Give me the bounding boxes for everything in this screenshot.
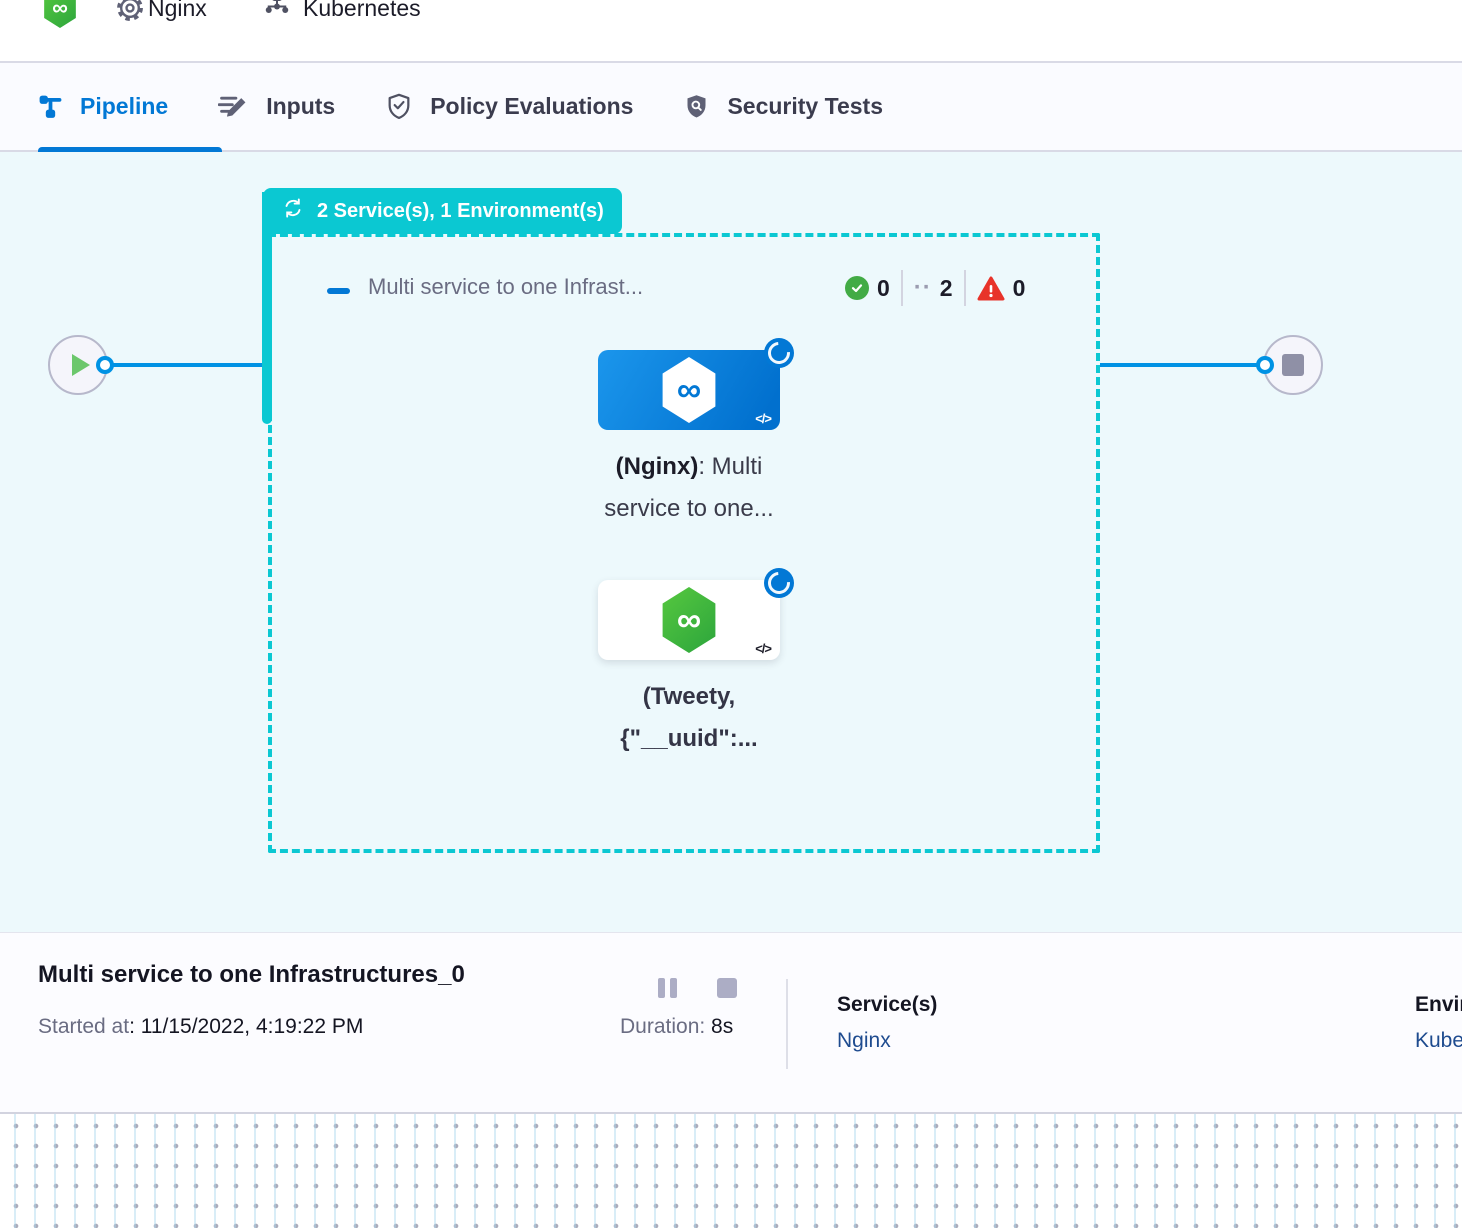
active-tab-underline (38, 147, 222, 152)
footer-divider (786, 979, 788, 1069)
gear-icon[interactable] (114, 0, 146, 29)
pending-count-icon: ·· (913, 274, 932, 301)
context-header: ∞ Nginx Kubernetes (0, 0, 1462, 63)
shield-search-icon (683, 92, 710, 121)
tab-policy-evaluations[interactable]: Policy Evaluations (385, 92, 633, 121)
success-count: 0 (877, 274, 890, 301)
stage-group-tail (262, 192, 272, 424)
duration-label: Duration: (620, 1015, 712, 1038)
pause-icon (658, 978, 665, 998)
service-name[interactable]: Nginx (148, 0, 207, 21)
edge-stage-to-end (1100, 363, 1258, 367)
failed-count: 0 (1012, 274, 1026, 301)
success-count-icon (845, 276, 869, 300)
loop-icon (281, 196, 305, 226)
code-icon: </> (755, 411, 772, 426)
infinity-glyph: ∞ (676, 601, 702, 639)
environment-name[interactable]: Kubernetes (303, 0, 421, 21)
stage-group-badge-label: 2 Service(s), 1 Environment(s) (317, 199, 604, 222)
tab-security-tests[interactable]: Security Tests (683, 92, 883, 121)
console-grid-area[interactable] (0, 1112, 1462, 1228)
tab-pipeline-label: Pipeline (80, 93, 169, 119)
collapse-stage-icon[interactable] (327, 288, 350, 294)
environments-link[interactable]: Kubernetes (1415, 1029, 1462, 1052)
environments-label: Environment(s) (1415, 993, 1462, 1016)
services-label: Service(s) (837, 993, 938, 1016)
started-at: Started at: 11/15/2022, 4:19:22 PM (38, 1015, 363, 1039)
stage-status-cluster: 0 ·· 2 0 (845, 270, 1025, 306)
running-spinner-icon (764, 568, 794, 598)
tab-security-tests-label: Security Tests (727, 93, 883, 119)
play-icon (71, 354, 90, 376)
pause-execution-button[interactable] (658, 978, 677, 998)
services-link[interactable]: Nginx (837, 1029, 891, 1052)
status-separator (963, 270, 966, 306)
stop-square-icon (1282, 354, 1304, 376)
execution-title: Multi service to one Infrastructures_0 (38, 961, 465, 988)
tab-pipeline[interactable]: Pipeline (38, 93, 168, 120)
started-at-label: Started at (38, 1015, 130, 1038)
duration-value: 8s (711, 1015, 734, 1038)
status-separator (900, 270, 903, 306)
harness-service-hexagon-icon: ∞ (662, 587, 716, 653)
pending-count: 2 (939, 274, 953, 301)
service-node-tweety[interactable]: ∞ </> (598, 580, 780, 660)
code-icon: </> (755, 641, 772, 656)
edge-port-start (96, 356, 114, 374)
pipeline-canvas[interactable]: 2 Service(s), 1 Environment(s) Multi ser… (0, 152, 1462, 932)
service-node-nginx-label: (Nginx): Multi service to one... (604, 453, 774, 522)
tab-inputs-label: Inputs (266, 93, 336, 119)
harness-service-hexagon-icon: ∞ (662, 357, 716, 423)
environment-icon (262, 0, 292, 26)
infinity-glyph: ∞ (676, 371, 702, 409)
edge-start-to-stage (106, 363, 268, 367)
stop-icon (717, 978, 737, 998)
tab-inputs[interactable]: Inputs (218, 93, 335, 120)
pipeline-icon (38, 93, 63, 120)
tab-policy-evaluations-label: Policy Evaluations (430, 93, 634, 119)
stage-group-boundary (268, 233, 1100, 853)
execution-info-bar: Multi service to one Infrastructures_0 S… (0, 932, 1462, 1112)
edge-port-end (1256, 356, 1274, 374)
service-node-nginx[interactable]: ∞ </> (598, 350, 780, 430)
duration: Duration: 8s (620, 1015, 733, 1039)
started-at-value: : 11/15/2022, 4:19:22 PM (129, 1015, 364, 1038)
running-spinner-icon (764, 338, 794, 368)
failed-count-icon (977, 276, 1005, 301)
service-name-bold: (Nginx) (615, 453, 699, 480)
service-node-tweety-label: (Tweety, {"__uuid":... (620, 683, 758, 752)
abort-execution-button[interactable] (717, 978, 737, 998)
harness-service-logo-icon: ∞ (44, 0, 76, 28)
shield-check-icon (385, 92, 413, 121)
infinity-glyph: ∞ (52, 0, 68, 20)
pause-icon (670, 978, 677, 998)
stage-group-badge[interactable]: 2 Service(s), 1 Environment(s) (263, 188, 622, 234)
execution-tab-bar: Pipeline Inputs (0, 63, 1462, 152)
stage-title: Multi service to one Infrast... (368, 274, 644, 299)
inputs-icon (218, 93, 249, 120)
